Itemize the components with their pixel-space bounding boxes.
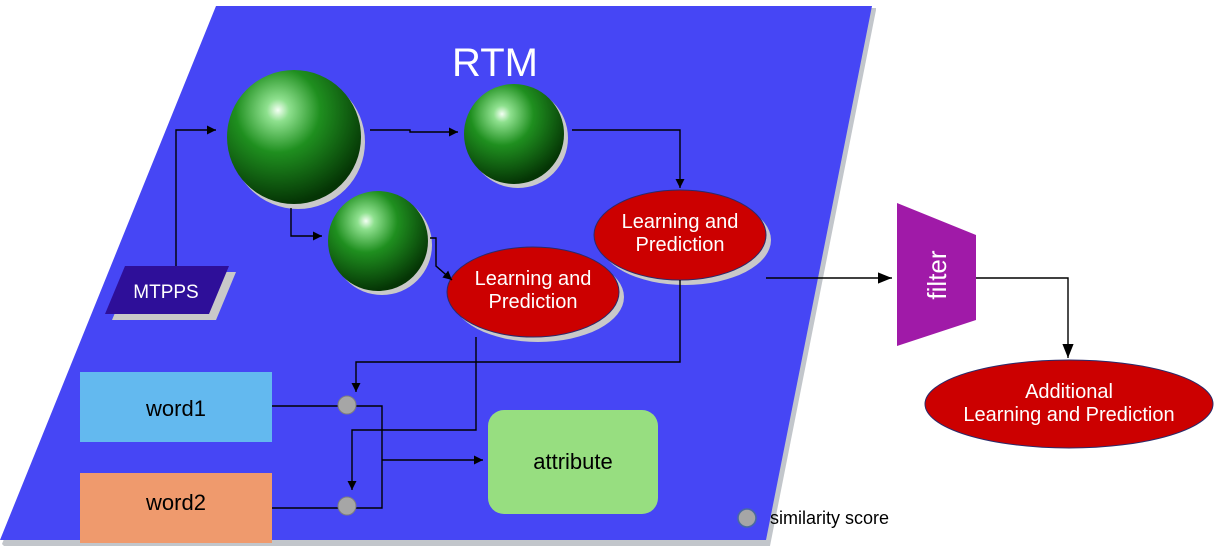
word2-label: word2 — [145, 490, 206, 515]
word1-box: word1 — [80, 372, 272, 442]
word2-box: word2 — [80, 473, 272, 543]
mtpps-input: MTPPS — [105, 266, 236, 320]
mtpps-label: MTPPS — [133, 282, 198, 303]
additional-line1: Additional — [1025, 381, 1113, 403]
lp-lower-line2: Prediction — [489, 291, 578, 313]
outer-connectors — [766, 272, 1074, 358]
filter-label: filter — [922, 250, 952, 299]
legend: similarity score — [737, 508, 889, 528]
additional-line2: Learning and Prediction — [963, 404, 1174, 426]
attribute-box: attribute — [488, 410, 658, 514]
learning-prediction-upper: Learning and Prediction — [593, 189, 771, 285]
lp-upper-line2: Prediction — [636, 234, 725, 256]
additional-learning-prediction: Additional Learning and Prediction — [924, 359, 1214, 449]
attribute-label: attribute — [533, 449, 613, 474]
word1-label: word1 — [145, 396, 206, 421]
learning-prediction-lower: Learning and Prediction — [446, 246, 624, 342]
similarity-node-1 — [337, 395, 357, 415]
filter-block: filter — [897, 203, 976, 346]
legend-label: similarity score — [770, 508, 889, 528]
similarity-node-2 — [337, 496, 357, 516]
lp-lower-line1: Learning and — [475, 268, 592, 290]
connectors — [175, 125, 685, 509]
sphere-lower — [328, 191, 432, 295]
sphere-upper-right — [464, 84, 568, 188]
sphere-large — [227, 70, 365, 209]
rtm-title: RTM — [452, 41, 538, 85]
lp-upper-line1: Learning and — [622, 211, 739, 233]
legend-node-icon — [737, 508, 757, 528]
